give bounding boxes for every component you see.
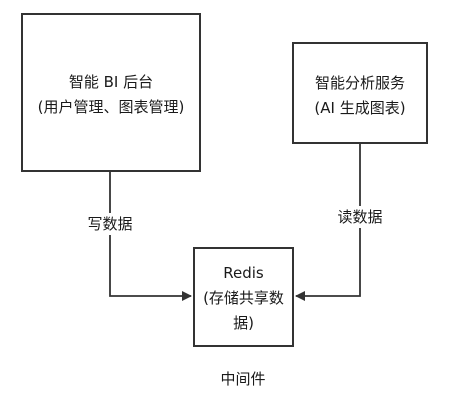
bi-backend-subtitle: (用户管理、图表管理)	[37, 98, 185, 116]
ai-service-box	[292, 42, 428, 144]
redis-title: Redis	[223, 264, 264, 282]
write-edge-label: 写数据	[78, 213, 142, 235]
redis-box	[193, 247, 294, 347]
read-edge-label: 读数据	[328, 206, 392, 228]
read-arrow	[295, 144, 361, 301]
ai-service-title: 智能分析服务	[314, 74, 405, 92]
bi-backend-title: 智能 BI 后台	[68, 73, 154, 91]
middleware-caption: 中间件	[220, 370, 266, 388]
redis-desc-line1: (存储共享数	[203, 289, 284, 307]
ai-service-subtitle: (AI 生成图表)	[314, 99, 406, 117]
bi-backend-box	[21, 13, 201, 172]
redis-desc-line2: 据)	[233, 314, 254, 332]
